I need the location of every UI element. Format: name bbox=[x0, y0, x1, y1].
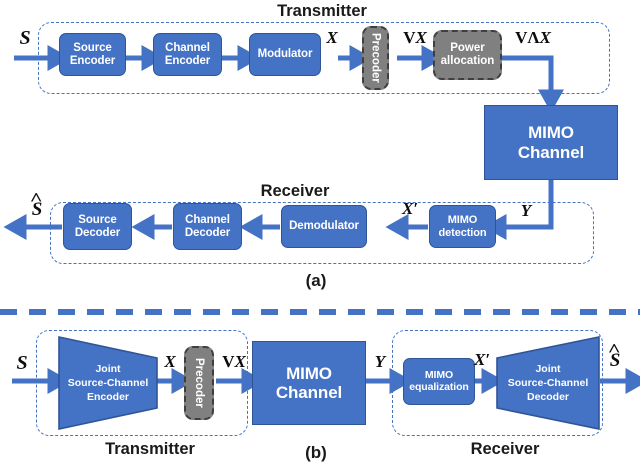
panel-b-signal-y-label: Y bbox=[374, 352, 386, 371]
panel-a-signal-vx-x: X bbox=[415, 28, 427, 47]
panel-a-output-signal-label: S bbox=[24, 199, 50, 221]
block-mimo-channel-a[interactable]: MIMO Channel bbox=[484, 105, 618, 180]
panel-a-signal-vlx-x: X bbox=[539, 28, 551, 47]
block-power-allocation-line1: Power bbox=[450, 41, 485, 54]
panel-a-receiver-group bbox=[50, 202, 594, 264]
block-mimo-equalization-line1: MIMO bbox=[424, 368, 454, 381]
block-channel-encoder-line2: Encoder bbox=[164, 54, 211, 67]
block-channel-decoder-line2: Decoder bbox=[184, 226, 231, 239]
encoder-line1: Joint bbox=[95, 362, 121, 375]
panel-b-caption: (b) bbox=[305, 443, 327, 462]
panel-a-signal-vlx-v: V bbox=[515, 28, 528, 47]
block-demodulator-line1: Demodulator bbox=[289, 220, 359, 233]
block-mimo-channel-a-line2: Channel bbox=[517, 142, 585, 162]
block-mimo-channel-a-line1: MIMO bbox=[528, 123, 574, 143]
panel-b-receiver-title: Receiver bbox=[470, 439, 540, 458]
block-source-encoder[interactable]: Source Encoder bbox=[59, 33, 126, 76]
block-precoder-a-label: Precoder bbox=[369, 33, 382, 83]
panel-b-output-signal-s: S bbox=[610, 350, 621, 372]
block-precoder-b[interactable]: Precoder bbox=[184, 346, 214, 420]
panel-b-transmitter-group bbox=[36, 330, 248, 436]
decoder-line2: Source-Channel bbox=[507, 376, 589, 389]
block-precoder-b-label: Precoder bbox=[193, 358, 205, 408]
block-power-allocation[interactable]: Power allocation bbox=[433, 30, 502, 80]
decoder-trapezoid-shape bbox=[496, 336, 600, 430]
panel-b-output-signal-label: S bbox=[602, 350, 628, 372]
block-source-decoder[interactable]: Source Decoder bbox=[63, 203, 132, 250]
block-channel-encoder[interactable]: Channel Encoder bbox=[153, 33, 222, 76]
panel-a-receiver-title: Receiver bbox=[260, 181, 330, 200]
block-modulator-line1: Modulator bbox=[257, 48, 313, 61]
panel-a-input-signal-label: S bbox=[19, 26, 31, 49]
block-mimo-detection-line1: MIMO bbox=[447, 214, 478, 227]
panel-a-signal-vx-v: V bbox=[403, 28, 416, 47]
panel-a-output-signal-s: S bbox=[32, 199, 43, 221]
panel-a-signal-vlx-lambda: Λ bbox=[527, 28, 540, 47]
block-channel-decoder-line1: Channel bbox=[185, 213, 230, 226]
decoder-line3: Decoder bbox=[526, 391, 569, 404]
block-channel-encoder-line1: Channel bbox=[165, 41, 210, 54]
block-source-encoder-line1: Source bbox=[73, 41, 112, 54]
decoder-line1: Joint bbox=[535, 362, 561, 375]
panel-b-receiver-group bbox=[392, 330, 603, 436]
panel-b-signal-x-label: X bbox=[164, 352, 176, 371]
block-power-allocation-line2: allocation bbox=[440, 55, 495, 67]
panel-a-power-to-channel-arrow bbox=[502, 55, 564, 113]
panel-a-transmitter-title: Transmitter bbox=[277, 1, 367, 20]
panel-b-transmitter-title: Transmitter bbox=[105, 439, 195, 458]
encoder-trapezoid-shape bbox=[58, 336, 158, 430]
block-precoder-a[interactable]: Precoder bbox=[362, 26, 389, 90]
block-channel-decoder[interactable]: Channel Decoder bbox=[173, 203, 242, 250]
block-mimo-equalization-line2: equalization bbox=[409, 380, 469, 393]
panel-a-signal-y-label: Y bbox=[520, 201, 532, 220]
block-demodulator[interactable]: Demodulator bbox=[281, 205, 367, 248]
encoder-line2: Source-Channel bbox=[67, 376, 149, 389]
panel-b-signal-vx-x: X bbox=[234, 352, 246, 371]
panel-a-signal-x-label: X bbox=[326, 28, 338, 47]
panel-b-signal-xprime-label: X′ bbox=[473, 350, 491, 369]
block-mimo-channel-b-line2: Channel bbox=[275, 383, 343, 402]
panel-a-transmitter-group bbox=[38, 22, 610, 94]
panel-b-input-signal-label: S bbox=[16, 351, 28, 374]
block-joint-source-channel-encoder[interactable]: Joint Source-Channel Encoder bbox=[58, 336, 158, 430]
panel-a-signal-xprime-label: X′ bbox=[401, 199, 419, 218]
block-source-decoder-line2: Decoder bbox=[74, 226, 121, 239]
block-modulator[interactable]: Modulator bbox=[249, 33, 321, 76]
block-mimo-channel-b-line1: MIMO bbox=[286, 363, 332, 383]
block-joint-source-channel-decoder[interactable]: Joint Source-Channel Decoder bbox=[496, 336, 600, 430]
panel-a-channel-to-rx-arrow bbox=[483, 180, 554, 240]
panel-a-caption: (a) bbox=[305, 271, 327, 290]
block-mimo-equalization[interactable]: MIMO equalization bbox=[403, 358, 475, 405]
block-mimo-channel-b[interactable]: MIMO Channel bbox=[252, 341, 366, 425]
encoder-line3: Encoder bbox=[86, 391, 129, 404]
block-source-decoder-line1: Source bbox=[78, 213, 117, 226]
panel-b-signal-vx-v: V bbox=[222, 352, 235, 371]
block-mimo-detection[interactable]: MIMO detection bbox=[429, 205, 496, 248]
block-source-encoder-line2: Encoder bbox=[69, 54, 116, 67]
block-mimo-detection-line2: detection bbox=[438, 226, 487, 239]
